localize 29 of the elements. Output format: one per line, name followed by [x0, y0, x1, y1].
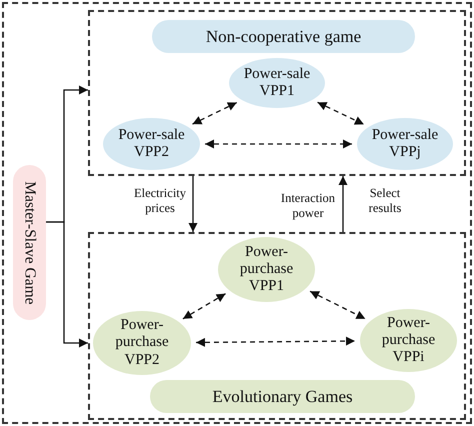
node-label: Evolutionary Games	[212, 386, 353, 406]
player-ellipse	[357, 118, 453, 170]
arrow	[338, 176, 348, 232]
node-label: Power-sale VPPj	[370, 126, 440, 162]
node-label: Power-sale VPP1	[242, 66, 312, 100]
arrow	[46, 221, 88, 348]
dashed-frame	[88, 10, 466, 176]
node-label: Power-purchase VPP1	[238, 244, 294, 296]
dashed-double-arrow	[317, 102, 364, 125]
dashed-double-arrow	[182, 293, 226, 320]
edge-label: Interaction power	[280, 191, 336, 221]
node-label: Power-purchase VPP2	[114, 317, 170, 369]
title-pill	[150, 380, 415, 413]
edge-label: Electricity prices	[132, 186, 188, 216]
player-ellipse	[229, 58, 325, 108]
title-pill	[152, 20, 415, 53]
node-label: Non-cooperative game	[206, 26, 362, 46]
player-ellipse	[93, 311, 191, 375]
arrow	[188, 176, 198, 232]
dashed-double-arrow	[192, 102, 238, 125]
dashed-frame	[88, 232, 466, 420]
node-label: Power-sale VPP2	[117, 126, 186, 162]
dashed-double-arrow	[205, 140, 352, 148]
vertical-label: Master-Slave Game	[20, 180, 38, 304]
dashed-double-arrow	[310, 290, 366, 320]
node-label: Power-purchase VPPi	[380, 314, 436, 366]
vertical-pill	[13, 165, 46, 320]
note-label: Select results	[368, 186, 402, 216]
dashed-double-arrow	[196, 336, 356, 347]
